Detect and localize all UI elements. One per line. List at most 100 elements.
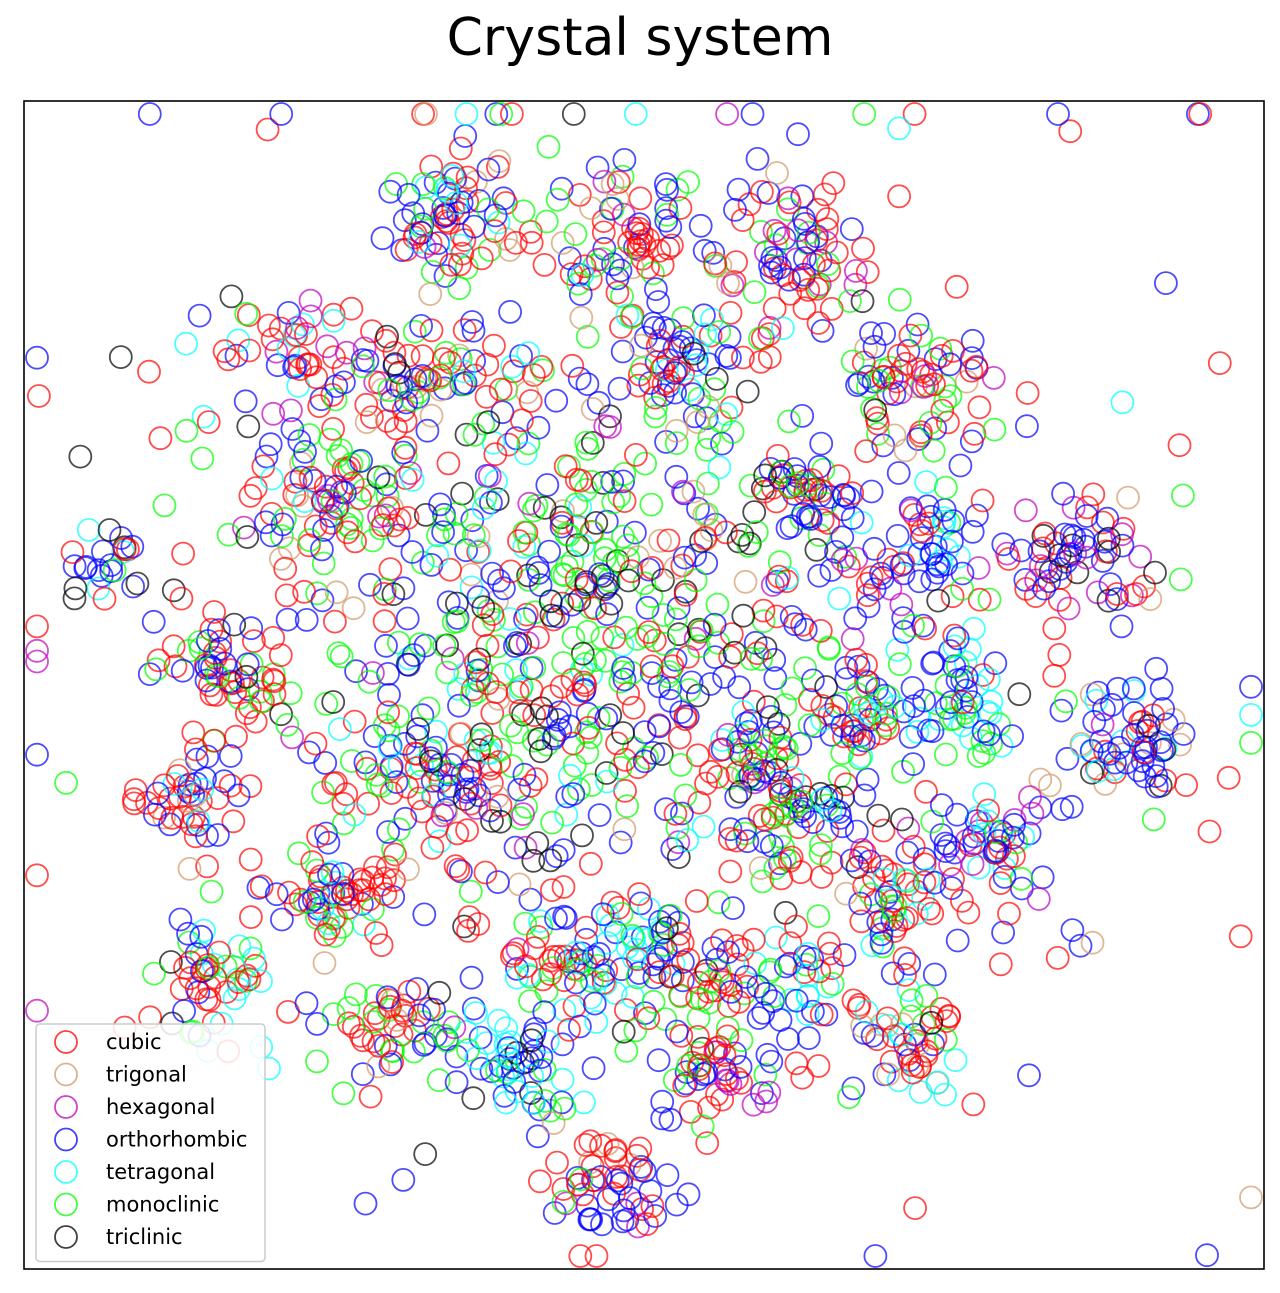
point-orthorhombic [547,700,572,725]
point-trigonal [890,1012,914,1037]
point-orthorhombic [1000,724,1024,748]
point-cubic [996,547,1021,571]
point-cubic [293,322,318,346]
point-cubic [469,246,494,271]
point-cubic [445,821,470,846]
point-cubic [336,1011,361,1036]
point-monoclinic [739,646,764,671]
point-orthorhombic [1051,481,1075,506]
point-trigonal [497,238,522,262]
point-monoclinic [521,498,546,523]
point-monoclinic [590,626,615,650]
point-cubic [660,964,685,988]
point-cubic [582,1168,607,1193]
point-tetragonal [584,1010,609,1034]
point-orthorhombic [662,361,687,385]
point-orthorhombic [525,1124,550,1149]
point-monoclinic [583,648,607,673]
point-orthorhombic [942,840,967,865]
point-orthorhombic [945,802,969,827]
point-orthorhombic [591,963,616,988]
point-tetragonal [872,867,897,892]
point-cubic [283,469,308,494]
point-orthorhombic [446,201,471,226]
point-cubic [481,333,506,358]
point-orthorhombic [264,882,289,907]
point-monoclinic [641,989,666,1014]
point-cubic [851,236,875,261]
point-cubic [351,1028,375,1053]
point-orthorhombic [760,245,785,270]
point-monoclinic [706,890,731,915]
point-orthorhombic [309,537,334,562]
point-orthorhombic [611,469,635,494]
point-cubic [959,358,984,383]
point-orthorhombic [844,819,869,844]
point-tetragonal [854,999,879,1024]
point-orthorhombic [959,690,984,714]
point-cubic [855,583,880,608]
point-cubic [840,481,865,506]
point-hexagonal [844,258,868,283]
point-orthorhombic [484,102,509,126]
point-monoclinic [305,1049,329,1074]
point-orthorhombic [782,457,807,481]
point-monoclinic [809,833,833,857]
point-cubic [529,354,554,379]
point-monoclinic [639,584,664,609]
point-trigonal [681,479,706,504]
point-trigonal [580,397,605,421]
point-cubic [950,888,974,913]
point-triclinic [527,726,552,751]
point-cubic [854,439,879,464]
point-monoclinic [623,1018,648,1043]
point-orthorhombic [669,700,694,724]
point-trigonal [1080,930,1105,955]
point-monoclinic [639,492,664,517]
point-monoclinic [297,528,322,553]
point-hexagonal [966,556,991,580]
point-cubic [870,854,894,879]
point-cubic [483,442,508,467]
point-cubic [936,410,960,435]
point-cubic [871,365,896,390]
point-tetragonal [342,802,367,827]
point-monoclinic [144,657,169,682]
point-cubic [792,296,817,321]
point-cubic [834,772,858,797]
point-cubic [1131,740,1156,764]
point-cubic [859,565,884,590]
point-orthorhombic [809,431,834,456]
point-cubic [764,604,789,629]
point-orthorhombic [909,526,934,550]
legend-label-monoclinic: monoclinic [106,1193,219,1217]
point-monoclinic [320,489,345,514]
point-monoclinic [744,520,769,544]
point-monoclinic [673,783,698,808]
point-monoclinic [554,522,579,547]
point-triclinic [730,523,755,547]
point-cubic [912,852,937,877]
point-cubic [443,854,468,879]
point-tetragonal [623,102,648,126]
point-cubic [612,489,637,514]
point-tetragonal [528,909,552,933]
point-tetragonal [174,331,199,356]
point-monoclinic [773,693,798,717]
point-tetragonal [513,441,538,466]
point-orthorhombic [675,704,700,729]
point-monoclinic [607,484,632,508]
point-orthorhombic [498,299,523,324]
point-cubic [930,398,955,423]
point-monoclinic [867,368,891,393]
point-cubic [262,682,287,706]
point-cubic [1167,433,1192,458]
point-orthorhombic [608,830,633,855]
point-trigonal [629,333,653,358]
point-monoclinic [609,902,634,926]
point-hexagonal [715,1069,740,1093]
point-cubic [635,1212,659,1236]
point-monoclinic [676,1053,700,1078]
point-trigonal [876,1062,900,1087]
